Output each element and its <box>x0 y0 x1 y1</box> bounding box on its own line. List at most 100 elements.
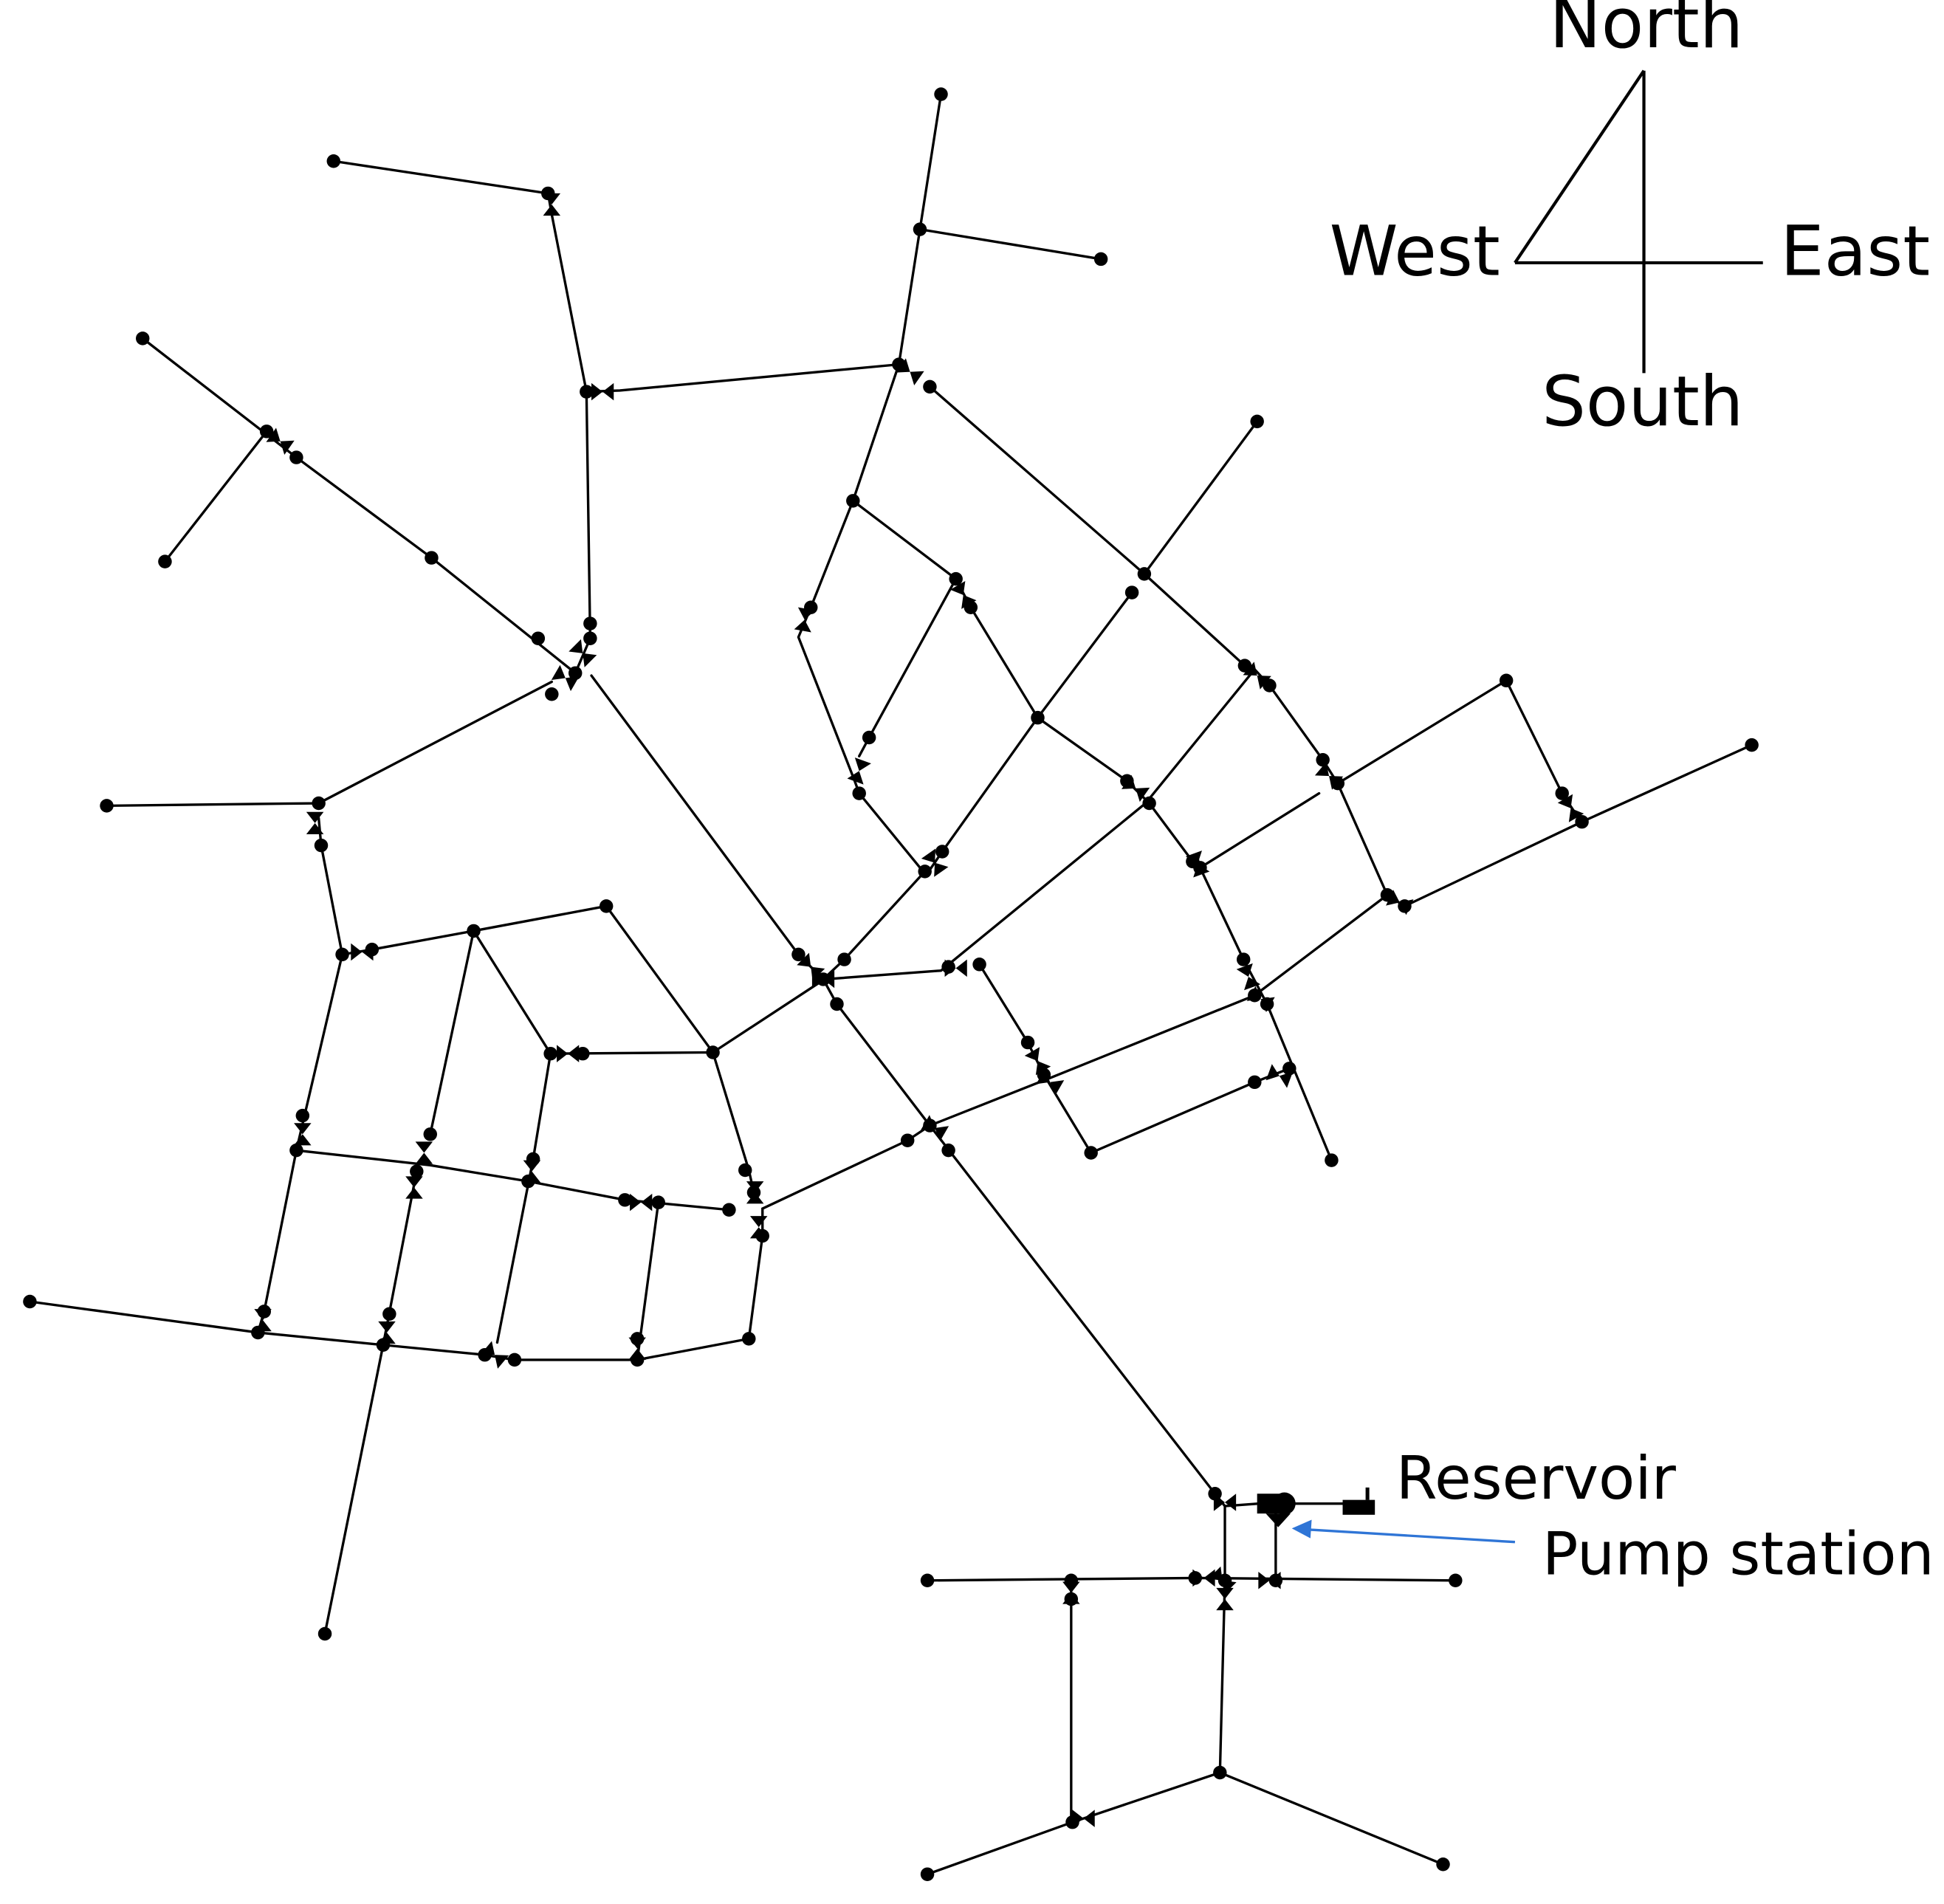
valve-group <box>254 193 1584 1827</box>
compass-south-label: South <box>1542 362 1743 442</box>
junction-node <box>1084 1146 1098 1160</box>
valve-icon <box>847 757 871 785</box>
reservoir-label: Reservoir <box>1396 1444 1677 1513</box>
pipe-segment <box>163 430 268 563</box>
junction-node <box>1064 1573 1079 1588</box>
junction-node <box>1268 1573 1283 1588</box>
valve-icon <box>1213 1494 1237 1511</box>
junction-node <box>630 1332 645 1346</box>
junction-node <box>295 1108 310 1123</box>
valve-icon <box>306 811 324 834</box>
junction-node <box>934 87 948 101</box>
pipe-segment <box>585 92 943 393</box>
pipe-segment <box>1198 791 1321 870</box>
junction-node <box>803 600 818 614</box>
junction-node <box>1575 814 1589 829</box>
junction-node <box>1330 776 1345 791</box>
junction-node <box>1250 414 1264 429</box>
junction-node <box>1142 796 1156 811</box>
junction-node <box>830 997 844 1011</box>
pipe-segment <box>429 929 475 1135</box>
junction-node <box>289 450 303 464</box>
junction-node <box>1248 1075 1262 1090</box>
valve-icon <box>1236 963 1261 991</box>
junction-node <box>507 1353 522 1367</box>
junction-node <box>599 899 614 913</box>
junction-node <box>1137 567 1152 581</box>
junction-node <box>576 1046 590 1061</box>
junction-node <box>1236 952 1251 966</box>
junction-node <box>1193 861 1207 875</box>
junction-node <box>541 186 555 201</box>
junction-node <box>1064 1592 1079 1606</box>
pipe-segment <box>495 1052 552 1344</box>
junction-node <box>531 631 546 645</box>
junction-node <box>935 845 949 859</box>
pipe-segment <box>323 1170 418 1635</box>
valve-icon <box>378 1321 396 1344</box>
pipe-segment <box>472 929 755 1194</box>
junction-node <box>892 357 906 371</box>
valve-icon <box>1192 1569 1215 1587</box>
valve-icon <box>921 848 949 877</box>
pipe-segment <box>797 362 1133 878</box>
junction-node <box>1065 1815 1079 1829</box>
junction-node <box>1213 1765 1227 1780</box>
junction-node <box>742 1332 756 1346</box>
valve-icon <box>557 1045 580 1062</box>
junction-node <box>521 1174 535 1189</box>
pipe-segment <box>590 674 1217 1495</box>
valve-icon <box>1265 1064 1294 1088</box>
valve-icon <box>266 427 295 456</box>
valve-icon <box>480 1341 509 1369</box>
junction-node <box>837 952 851 966</box>
junction-node <box>972 958 986 972</box>
pump-icon <box>1257 1492 1296 1527</box>
junction-node <box>251 1325 265 1340</box>
junction-node <box>1188 1571 1202 1585</box>
junction-node <box>941 1143 955 1158</box>
junction-node <box>382 1307 396 1322</box>
junction-node <box>376 1338 391 1352</box>
junction-node <box>1263 678 1277 692</box>
junction-node <box>1124 585 1139 599</box>
junction-nodes <box>23 87 1759 1881</box>
junction-node <box>746 1185 761 1200</box>
valve-icon <box>1557 794 1584 822</box>
junction-node <box>1248 989 1262 1003</box>
junction-node <box>852 786 866 800</box>
compass-rose <box>1514 69 1763 374</box>
pipe-segment <box>1143 572 1246 667</box>
junction-node <box>1380 888 1395 902</box>
junction-node <box>1436 1857 1450 1872</box>
compass-arrow-diagonal <box>1514 69 1646 264</box>
junction-node <box>580 385 594 399</box>
valve-icon <box>811 970 835 989</box>
pipe-segment <box>28 994 1256 1361</box>
pump-station-pointer-arrow <box>1291 1519 1516 1544</box>
compass-west-label: West <box>1330 212 1500 292</box>
compass-north-label: North <box>1549 0 1743 64</box>
junction-node <box>1282 1062 1296 1076</box>
junction-node <box>949 571 963 586</box>
junction-node <box>100 799 114 813</box>
pipe-segment <box>105 680 553 808</box>
pipe-segment <box>141 159 592 676</box>
junction-node <box>317 1626 332 1641</box>
pipe-segment <box>1336 678 1579 817</box>
junction-node <box>920 1867 935 1881</box>
pipe-segment <box>1218 1771 1445 1866</box>
junction-node <box>326 154 341 168</box>
junction-node <box>467 924 481 938</box>
pipe-segment <box>918 227 1102 261</box>
junction-node <box>23 1294 37 1309</box>
junction-node <box>630 1353 645 1367</box>
junction-node <box>1449 1573 1463 1588</box>
junction-node <box>583 631 597 645</box>
junction-node <box>862 730 876 745</box>
junction-node <box>918 865 932 879</box>
junction-node <box>1217 1573 1232 1588</box>
junction-node <box>923 1118 937 1133</box>
junction-node <box>816 972 831 986</box>
